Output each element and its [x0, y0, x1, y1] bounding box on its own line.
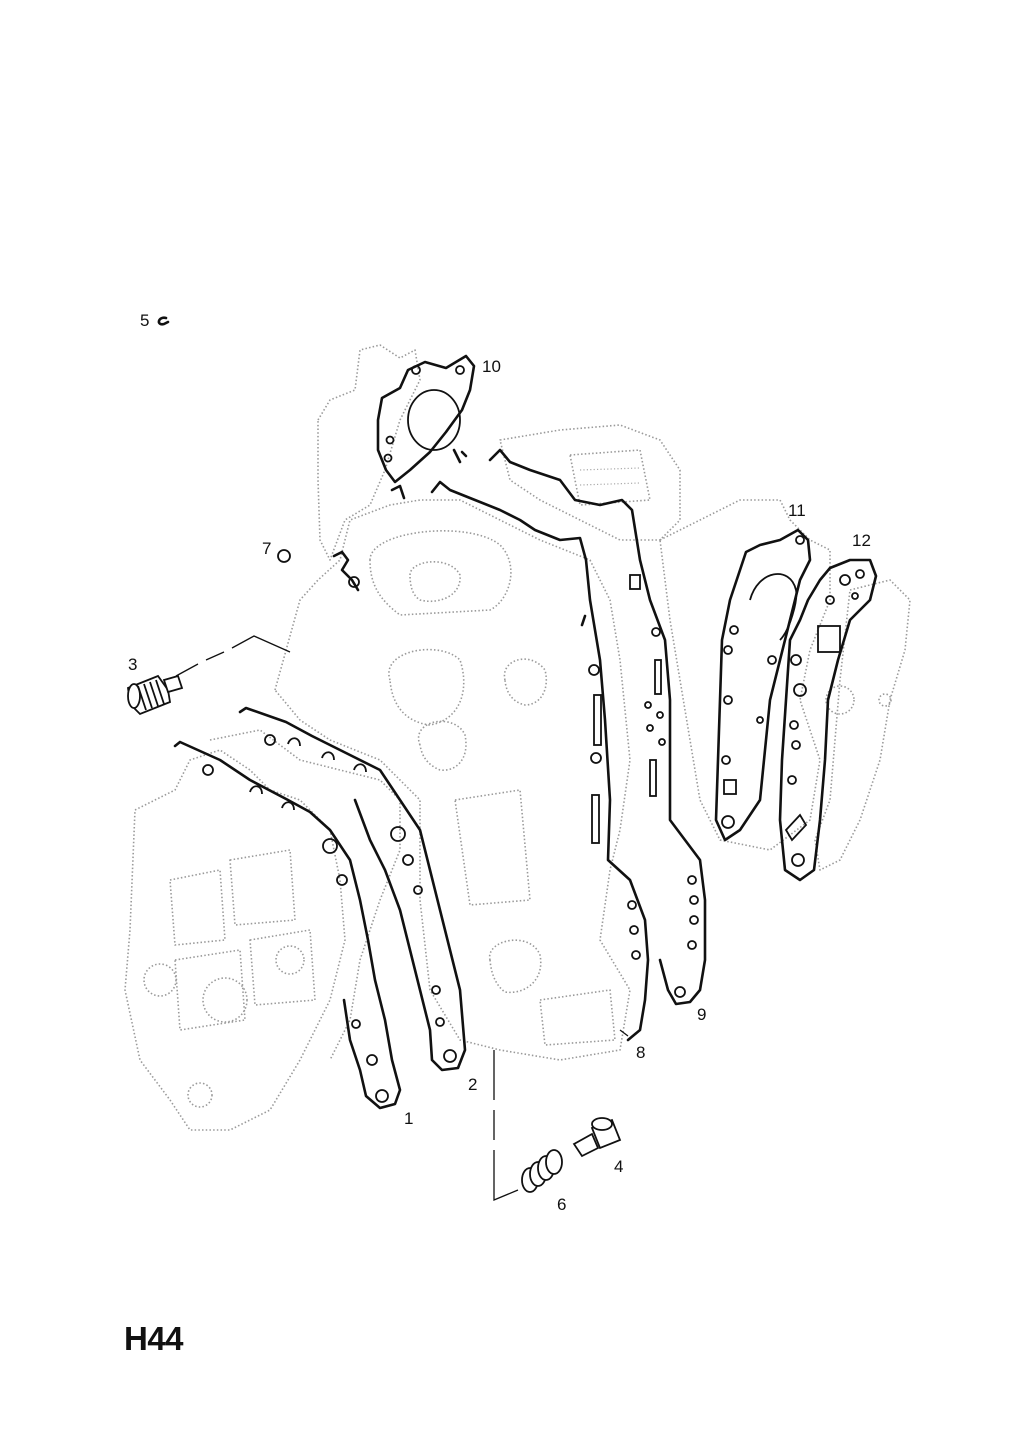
callout-6: 6 — [557, 1195, 566, 1214]
valve-body-housing-ghost — [124, 344, 911, 1131]
gasket-10 — [376, 354, 476, 500]
spring-part-6 — [521, 1149, 563, 1193]
leader-lines — [175, 635, 629, 1201]
gasket-2 — [238, 706, 467, 1072]
gasket-11 — [714, 528, 812, 842]
gasket-8 — [430, 480, 650, 1042]
bracket-part-near-7 — [332, 550, 360, 592]
callout-9: 9 — [697, 1005, 706, 1024]
gasket-12 — [778, 558, 878, 882]
callout-labels: 1 2 3 4 5 6 7 8 9 10 11 12 — [128, 311, 871, 1214]
callout-2: 2 — [468, 1075, 477, 1094]
callout-1: 1 — [404, 1109, 413, 1128]
callout-12: 12 — [852, 531, 871, 550]
callout-7: 7 — [262, 539, 271, 558]
gasket-1 — [173, 740, 402, 1110]
filter-part-3 — [127, 674, 184, 716]
callout-5: 5 — [140, 311, 149, 330]
callout-11: 11 — [788, 501, 806, 520]
o-ring-part-7 — [277, 549, 291, 563]
gasket-9 — [488, 448, 707, 1006]
diagram-code-label: H44 — [124, 1320, 184, 1357]
callout-4: 4 — [614, 1157, 623, 1176]
clip-part-5 — [157, 316, 170, 326]
plunger-part-4 — [572, 1117, 622, 1158]
callout-10: 10 — [482, 357, 501, 376]
callout-3: 3 — [128, 655, 137, 674]
callout-8: 8 — [636, 1043, 645, 1062]
